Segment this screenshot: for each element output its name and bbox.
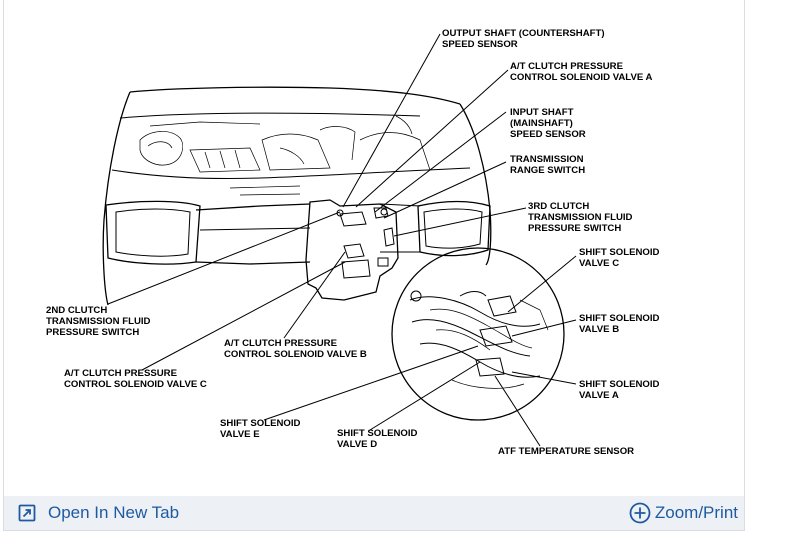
label-output-shaft-2: SPEED SENSOR [442,39,518,50]
label-at-clutch-a: A/T CLUTCH PRESSURE [510,61,624,72]
label-output-shaft: OUTPUT SHAFT (COUNTERSHAFT) [442,28,605,39]
label-second-clutch-2: TRANSMISSION FLUID [46,316,151,327]
label-input-shaft: INPUT SHAFT [510,107,574,118]
label-shift-d-2: VALVE D [337,439,377,450]
open-new-tab-button[interactable]: Open In New Tab [18,496,179,530]
label-second-clutch-3: PRESSURE SWITCH [46,327,139,338]
label-at-clutch-b: A/T CLUTCH PRESSURE [224,338,338,349]
label-shift-d: SHIFT SOLENOID [337,428,418,439]
label-atf-temp: ATF TEMPERATURE SENSOR [498,446,634,457]
label-shift-c-2: VALVE C [579,258,619,269]
engine-diagram: OUTPUT SHAFT (COUNTERSHAFT) SPEED SENSOR… [46,28,660,457]
plus-circle-icon [629,502,651,524]
label-third-clutch: 3RD CLUTCH [528,201,589,212]
label-third-clutch-3: PRESSURE SWITCH [528,223,621,234]
label-at-clutch-c-2: CONTROL SOLENOID VALVE C [64,379,207,390]
label-at-clutch-a-2: CONTROL SOLENOID VALVE A [510,72,653,83]
label-shift-e: SHIFT SOLENOID [220,418,301,429]
label-shift-a: SHIFT SOLENOID [579,379,660,390]
transmission-housing [305,199,399,301]
diagram-frame [3,0,745,531]
label-second-clutch: 2ND CLUTCH [46,305,107,316]
label-third-clutch-2: TRANSMISSION FLUID [528,212,633,223]
zoom-print-label: Zoom/Print [654,503,738,522]
label-shift-c: SHIFT SOLENOID [579,247,660,258]
car-outline [102,86,492,306]
label-at-clutch-b-2: CONTROL SOLENOID VALVE B [224,349,367,360]
label-shift-a-2: VALVE A [579,390,619,401]
label-range-switch: TRANSMISSION [510,154,584,165]
label-shift-e-2: VALVE E [220,429,260,440]
label-shift-b: SHIFT SOLENOID [579,313,660,324]
label-shift-b-2: VALVE B [579,324,619,335]
leader-lines [107,33,577,447]
zoom-print-button[interactable]: Zoom/Print [629,496,738,530]
open-new-tab-label: Open In New Tab [48,503,180,522]
label-at-clutch-c: A/T CLUTCH PRESSURE [64,368,178,379]
image-toolbar: Open In New Tab Zoom/Print [4,496,744,530]
open-new-tab-icon [18,504,36,522]
label-input-shaft-3: SPEED SENSOR [510,129,586,140]
callout-labels: OUTPUT SHAFT (COUNTERSHAFT) SPEED SENSOR… [46,28,660,457]
detail-circle [391,247,565,421]
label-range-switch-2: RANGE SWITCH [510,165,585,176]
label-input-shaft-2: (MAINSHAFT) [510,118,573,129]
